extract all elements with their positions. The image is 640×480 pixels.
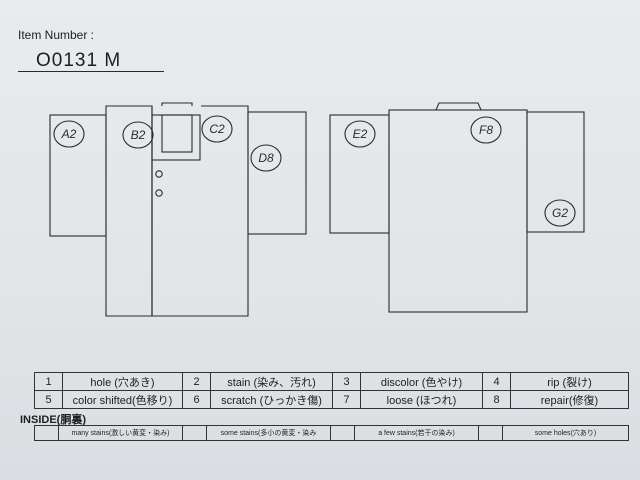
item-number-label: Item Number : xyxy=(18,28,95,42)
defect-number: 1 xyxy=(34,372,63,391)
defect-number: 3 xyxy=(332,372,361,391)
front-collar-top xyxy=(161,102,193,106)
defect-number: 4 xyxy=(482,372,511,391)
defect-label: discolor (色やけ) xyxy=(360,372,483,391)
defect-number: 8 xyxy=(482,390,511,409)
back-view xyxy=(329,102,585,313)
defect-legend-table: 1 hole (穴あき) 2 stain (染み、汚れ) 3 discolor … xyxy=(34,372,629,409)
inside-label: INSIDE(胴裏) xyxy=(20,414,86,426)
mark-circle-b2 xyxy=(122,121,154,149)
inside-row: many stains(激しい黄変・染み) some stains(多小の黄変・… xyxy=(34,425,629,441)
item-number-value: O0131 M xyxy=(36,50,122,71)
defect-number: 7 xyxy=(332,390,361,409)
defect-number: 5 xyxy=(34,390,63,409)
defect-number: 6 xyxy=(182,390,211,409)
mark-a2: A2 xyxy=(61,127,77,141)
mark-circle-e2 xyxy=(344,120,376,148)
defect-label: repair(修復) xyxy=(510,390,629,409)
inside-checkbox[interactable] xyxy=(330,425,355,441)
mark-b2: B2 xyxy=(131,128,146,142)
inside-option: a few stains(若干の染み) xyxy=(354,425,479,441)
mark-e2: E2 xyxy=(353,127,368,141)
defect-row: 1 hole (穴あき) 2 stain (染み、汚れ) 3 discolor … xyxy=(34,372,629,391)
front-collar xyxy=(151,114,201,161)
defect-label: rip (裂け) xyxy=(510,372,629,391)
mark-g2: G2 xyxy=(552,206,568,220)
mark-c2: C2 xyxy=(209,122,225,136)
defect-number: 2 xyxy=(182,372,211,391)
item-number-underline xyxy=(18,71,164,72)
front-view xyxy=(49,102,307,317)
mark-d8: D8 xyxy=(258,151,274,165)
back-collar xyxy=(435,102,482,111)
defect-label: color shifted(色移り) xyxy=(62,390,183,409)
mark-circle-g2 xyxy=(544,199,576,227)
inside-option: some stains(多小の黄変・染み xyxy=(206,425,331,441)
defect-label: scratch (ひっかき傷) xyxy=(210,390,333,409)
defect-label: loose (ほつれ) xyxy=(360,390,483,409)
mark-circle-a2 xyxy=(53,120,85,148)
inside-checkbox[interactable] xyxy=(34,425,59,441)
inside-option: many stains(激しい黄変・染み) xyxy=(58,425,183,441)
front-button-1 xyxy=(155,170,163,178)
defect-label: stain (染み、汚れ) xyxy=(210,372,333,391)
back-body xyxy=(388,109,528,313)
mark-circle-c2 xyxy=(201,115,233,143)
mark-f8: F8 xyxy=(479,123,493,137)
front-collar-inner xyxy=(161,114,193,153)
front-button-2 xyxy=(155,189,163,197)
inside-option: some holes(穴あり) xyxy=(502,425,629,441)
front-left-sleeve xyxy=(49,114,107,237)
mark-circle-f8 xyxy=(470,116,502,144)
inside-checkbox[interactable] xyxy=(478,425,503,441)
defect-label: hole (穴あき) xyxy=(62,372,183,391)
inside-checkbox[interactable] xyxy=(182,425,207,441)
front-right-sleeve xyxy=(247,111,307,235)
mark-circle-d8 xyxy=(250,144,282,172)
defect-row: 5 color shifted(色移り) 6 scratch (ひっかき傷) 7… xyxy=(34,390,629,409)
inside-condition-table: many stains(激しい黄変・染み) some stains(多小の黄変・… xyxy=(34,425,629,441)
